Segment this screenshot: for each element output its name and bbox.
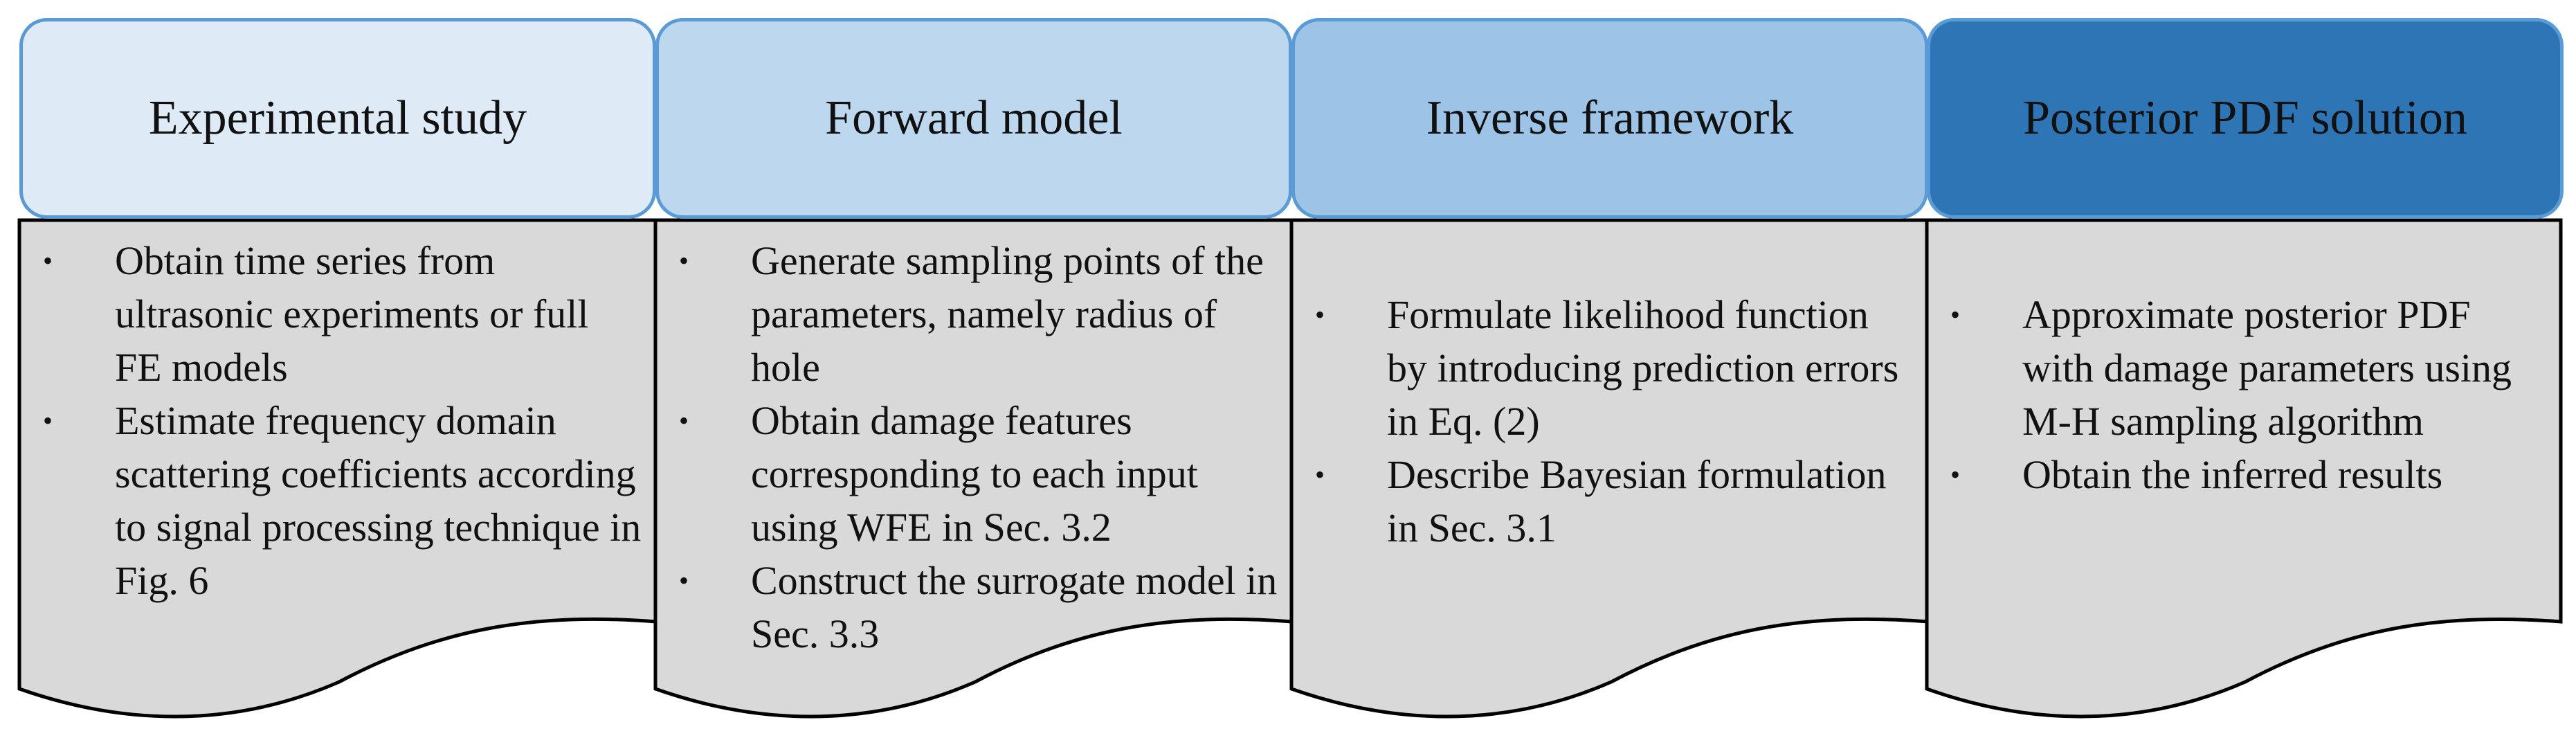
bullet-list: • Obtain time series from ultrasonic exp… [19, 234, 642, 607]
bullet-text: Describe Bayesian formulation in Sec. 3.… [1387, 452, 1887, 550]
bullet-marker: • [679, 405, 689, 436]
column-posterior-pdf-solution: Posterior PDF solution • Approximate pos… [1927, 0, 2564, 747]
header-inverse-framework: Inverse framework [1291, 18, 1928, 219]
bullet-marker: • [679, 565, 689, 596]
bullet-item: • Generate sampling points of the parame… [655, 234, 1278, 394]
bullet-item: • Describe Bayesian formulation in Sec. … [1291, 448, 1914, 555]
bullet-list: • Generate sampling points of the parame… [655, 234, 1278, 660]
bullet-item: • Formulate likelihood function by intro… [1291, 288, 1914, 448]
header-forward-model: Forward model [655, 18, 1292, 219]
bullet-marker: • [1950, 459, 1961, 490]
header-experimental-study: Experimental study [19, 18, 656, 219]
bullet-text: Obtain time series from ultrasonic exper… [115, 238, 589, 390]
bullet-marker: • [43, 245, 53, 276]
bullet-item: • Construct the surrogate model in Sec. … [655, 554, 1278, 660]
bullet-item: • Obtain time series from ultrasonic exp… [19, 234, 642, 394]
bullet-text: Approximate posterior PDF with damage pa… [2022, 292, 2512, 444]
document-shape-1 [17, 218, 658, 719]
bullet-marker: • [1315, 459, 1325, 490]
bullet-marker: • [679, 245, 689, 276]
bullet-text: Estimate frequency domain scattering coe… [115, 398, 642, 603]
bullet-item: • Estimate frequency domain scattering c… [19, 394, 642, 607]
bullet-list: • Approximate posterior PDF with damage … [1927, 288, 2550, 501]
bullet-item: • Obtain damage features corresponding t… [655, 394, 1278, 554]
bullet-text: Construct the surrogate model in Sec. 3.… [751, 558, 1278, 656]
header-title: Posterior PDF solution [2023, 91, 2467, 145]
bullet-marker: • [1950, 299, 1961, 330]
bullet-marker: • [43, 405, 53, 436]
body-forward-model: • Generate sampling points of the parame… [655, 220, 1292, 677]
header-title: Experimental study [148, 91, 527, 145]
bullet-marker: • [1315, 299, 1325, 330]
header-title: Forward model [825, 91, 1123, 145]
column-forward-model: Forward model • Generate sampling points… [655, 0, 1292, 747]
bullet-text: Obtain damage features corresponding to … [751, 398, 1198, 550]
column-experimental-study: Experimental study • Obtain time series … [19, 0, 656, 747]
body-posterior-pdf-solution: • Approximate posterior PDF with damage … [1927, 220, 2564, 677]
bullet-text: Formulate likelihood function by introdu… [1387, 292, 1899, 444]
document-shape-4 [1925, 218, 2563, 719]
column-inverse-framework: Inverse framework • Formulate likelihood… [1291, 0, 1928, 747]
bullet-text: Obtain the inferred results [2022, 452, 2443, 497]
body-experimental-study: • Obtain time series from ultrasonic exp… [19, 220, 656, 677]
document-shape-2 [653, 218, 1294, 719]
document-shape-3 [1289, 218, 1930, 719]
bullet-item: • Approximate posterior PDF with damage … [1927, 288, 2550, 448]
bullet-text: Generate sampling points of the paramete… [751, 238, 1264, 390]
header-posterior-pdf-solution: Posterior PDF solution [1927, 18, 2564, 219]
bullet-item: • Obtain the inferred results [1927, 448, 2550, 501]
header-title: Inverse framework [1426, 91, 1794, 145]
bullet-list: • Formulate likelihood function by intro… [1291, 288, 1914, 555]
body-inverse-framework: • Formulate likelihood function by intro… [1291, 220, 1928, 677]
